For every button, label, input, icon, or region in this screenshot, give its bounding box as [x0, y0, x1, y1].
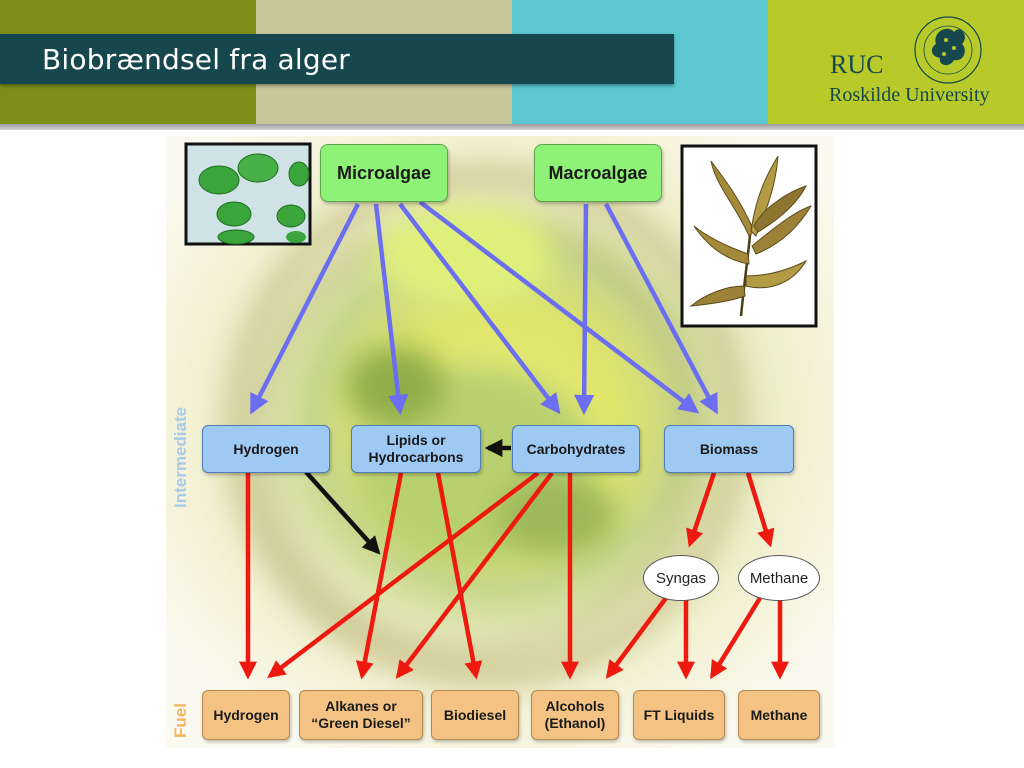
diagram-graphics: Intermediate Fuel	[166, 136, 834, 748]
ft-liquids-node: FT Liquids	[633, 690, 725, 740]
arrow-syngas-alcohols	[605, 596, 668, 679]
slide-title: Biobrændsel fra alger	[42, 43, 350, 76]
logo-name: RUC	[830, 50, 884, 79]
arrow-lipids-alkanes	[355, 472, 404, 680]
lipids-node: Lipids or Hydrocarbons	[351, 425, 481, 473]
seaweed-image	[680, 144, 818, 328]
header-band-lime	[768, 0, 1024, 126]
macroalgae-node: Macroalgae	[534, 144, 662, 202]
arrow-microalgae-biomass	[418, 200, 700, 414]
arrow-carbohydrates-alkanes	[395, 471, 554, 679]
logo-subtitle: Roskilde University	[829, 84, 990, 106]
arrow-microalgae-carbohydrates	[398, 202, 561, 415]
arrow-methane-gas-ft-liquids	[710, 596, 762, 680]
arrow-biomass-syngas	[686, 472, 717, 548]
black-arrows	[304, 439, 511, 555]
biodiesel-node: Biodiesel	[431, 690, 519, 740]
red-arrows	[239, 471, 789, 680]
arrow-macroalgae-carbohydrates	[574, 203, 595, 416]
carbohydrates-node: Carbohydrates	[512, 425, 640, 473]
arrow-carbohydrates-hydrogen-fuel	[267, 471, 540, 679]
university-seal-icon	[914, 16, 982, 84]
microalgae-node: Microalgae	[320, 144, 448, 202]
algae-biofuel-diagram: Intermediate Fuel	[166, 136, 834, 748]
arrow-microalgae-lipids	[373, 203, 409, 416]
hydrogen-intermediate-node: Hydrogen	[202, 425, 330, 473]
biomass-node: Biomass	[664, 425, 794, 473]
fuel-label: Fuel	[171, 703, 190, 738]
alkanes-node-line2: “Green Diesel”	[311, 715, 411, 731]
arrow-hydrogen-alkanes	[304, 470, 381, 555]
microalgae-cells-image	[184, 142, 312, 246]
header-divider	[0, 124, 1024, 130]
alcohols-node: Alcohols (Ethanol)	[531, 690, 619, 740]
alcohols-node-line1: Alcohols	[545, 698, 605, 714]
alcohols-node-line2: (Ethanol)	[544, 715, 606, 731]
syngas-node: Syngas	[643, 555, 719, 601]
blue-arrows	[249, 200, 718, 416]
alkanes-node: Alkanes or “Green Diesel”	[299, 690, 423, 740]
intermediate-label: Intermediate	[171, 407, 190, 508]
lipids-node-line2: Hydrocarbons	[368, 449, 464, 465]
methane-gas-node: Methane	[738, 555, 820, 601]
arrow-biomass-methane-gas	[745, 472, 775, 548]
arrow-microalgae-hydrogen	[249, 202, 361, 415]
title-bar: Biobrændsel fra alger	[0, 34, 674, 84]
alkanes-node-line1: Alkanes or	[325, 698, 397, 714]
methane-fuel-node: Methane	[738, 690, 820, 740]
arrow-macroalgae-biomass	[604, 202, 718, 415]
arrow-lipids-biodiesel	[435, 472, 483, 680]
hydrogen-fuel-node: Hydrogen	[202, 690, 290, 740]
lipids-node-line1: Lipids or	[386, 432, 446, 448]
